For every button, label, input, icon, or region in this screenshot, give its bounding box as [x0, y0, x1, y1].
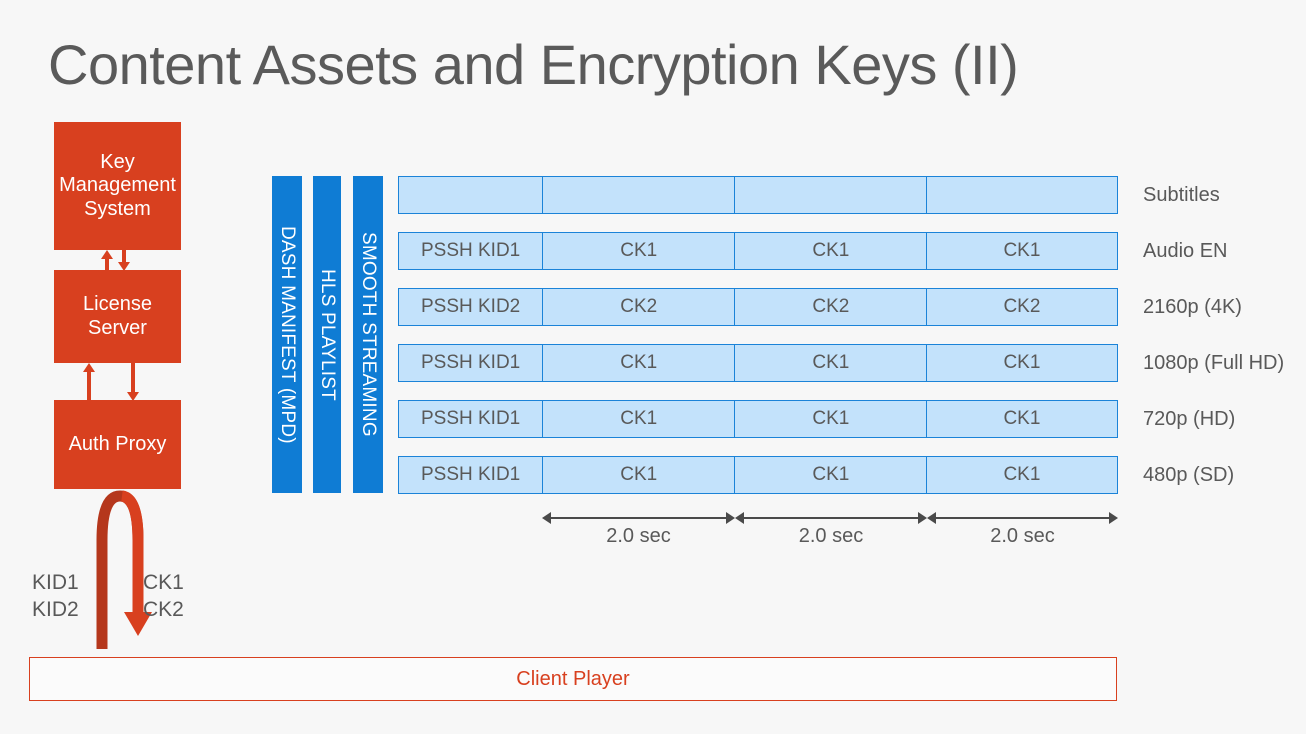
table-row	[398, 176, 1118, 214]
smooth-streaming-bar[interactable]: SMOOTH STREAMING	[353, 176, 383, 493]
asset-cell[interactable]: CK1	[925, 232, 1118, 270]
asset-cell[interactable]: PSSH KID1	[398, 456, 544, 494]
dash-manifest-label: DASH MANIFEST (MPD)	[277, 225, 298, 444]
asset-cell[interactable]: PSSH KID1	[398, 232, 544, 270]
arrow-head	[118, 262, 130, 271]
asset-grid: PSSH KID1 CK1 CK1 CK1 PSSH KID2 CK2 CK2 …	[398, 176, 1118, 512]
key-management-system-box[interactable]: Key Management System	[54, 122, 181, 250]
measure-line	[934, 517, 1111, 519]
asset-cell[interactable]: CK1	[925, 400, 1118, 438]
asset-cell[interactable]: CK1	[734, 232, 928, 270]
ck-labels: CK1 CK2	[143, 570, 184, 624]
dash-manifest-bar[interactable]: DASH MANIFEST (MPD)	[272, 176, 302, 493]
asset-cell[interactable]	[734, 176, 928, 214]
track-label-1080p: 1080p (Full HD)	[1143, 351, 1285, 374]
segment-duration-label: 2.0 sec	[798, 525, 864, 547]
arrow-head-left-icon	[927, 512, 936, 524]
table-row: PSSH KID1 CK1 CK1 CK1	[398, 232, 1118, 270]
key-management-system-label: Key Management System	[59, 150, 176, 220]
key-delivery-loop-arrow-icon	[96, 490, 152, 649]
page-title: Content Assets and Encryption Keys (II)	[48, 33, 1019, 96]
arrow-license-to-kms-icon	[100, 250, 114, 271]
hls-playlist-label: HLS PLAYLIST	[317, 268, 338, 401]
table-row: PSSH KID1 CK1 CK1 CK1	[398, 400, 1118, 438]
segment-duration-measure: 2.0 sec	[735, 505, 927, 549]
track-label-audio-en: Audio EN	[1143, 239, 1228, 262]
asset-cell[interactable]	[541, 176, 736, 214]
segment-duration-label: 2.0 sec	[990, 525, 1055, 547]
arrow-head-left-icon	[542, 512, 551, 524]
kid-labels: KID1 KID2	[32, 570, 79, 624]
license-server-box[interactable]: License Server	[54, 270, 181, 363]
arrow-head-right-icon	[726, 512, 735, 524]
asset-cell[interactable]: CK1	[925, 456, 1118, 494]
arrow-license-to-auth-icon	[126, 363, 140, 401]
kid2-label: KID2	[32, 597, 79, 621]
table-row: PSSH KID1 CK1 CK1 CK1	[398, 456, 1118, 494]
table-row: PSSH KID2 CK2 CK2 CK2	[398, 288, 1118, 326]
asset-cell[interactable]: PSSH KID1	[398, 400, 544, 438]
table-row: PSSH KID1 CK1 CK1 CK1	[398, 344, 1118, 382]
arrow-kms-to-license-icon	[117, 250, 131, 271]
asset-cell[interactable]: CK1	[541, 232, 736, 270]
segment-duration-measure: 2.0 sec	[927, 505, 1118, 549]
track-label-2160p: 2160p (4K)	[1143, 295, 1242, 318]
asset-cell[interactable]: CK1	[541, 344, 736, 382]
ck2-label: CK2	[143, 597, 184, 621]
asset-cell[interactable]: PSSH KID2	[398, 288, 544, 326]
asset-cell[interactable]	[925, 176, 1118, 214]
arrow-head-right-icon	[918, 512, 927, 524]
segment-duration-strip: 2.0 sec 2.0 sec 2.0 sec	[542, 505, 1118, 565]
license-server-label: License Server	[83, 292, 152, 339]
measure-line	[549, 517, 728, 519]
arrow-shaft	[131, 363, 135, 394]
asset-cell[interactable]	[398, 176, 544, 214]
arrow-head	[101, 250, 113, 259]
segment-duration-measure: 2.0 sec	[542, 505, 735, 549]
segment-duration-label: 2.0 sec	[606, 525, 671, 547]
asset-cell[interactable]: PSSH KID1	[398, 344, 544, 382]
asset-cell[interactable]: CK2	[925, 288, 1118, 326]
ck1-label: CK1	[143, 571, 184, 594]
track-label-subtitles: Subtitles	[1143, 183, 1220, 206]
arrow-head-left-icon	[735, 512, 744, 524]
arrow-shaft	[87, 370, 91, 401]
asset-cell[interactable]: CK2	[541, 288, 736, 326]
asset-cell[interactable]: CK1	[541, 456, 736, 494]
asset-cell[interactable]: CK1	[734, 400, 928, 438]
auth-proxy-box[interactable]: Auth Proxy	[54, 400, 181, 489]
asset-cell[interactable]: CK1	[925, 344, 1118, 382]
arrow-auth-to-license-icon	[82, 363, 96, 401]
track-label-column: Subtitles Audio EN 2160p (4K) 1080p (Ful…	[1143, 176, 1306, 512]
kid1-label: KID1	[32, 571, 79, 594]
asset-cell[interactable]: CK1	[734, 456, 928, 494]
track-label-480p: 480p (SD)	[1143, 463, 1235, 486]
smooth-streaming-label: SMOOTH STREAMING	[358, 232, 379, 437]
asset-cell[interactable]: CK1	[734, 344, 928, 382]
arrow-head-right-icon	[1109, 512, 1118, 524]
client-player-label: Client Player	[516, 667, 630, 690]
hls-playlist-bar[interactable]: HLS PLAYLIST	[313, 176, 341, 493]
auth-proxy-label: Auth Proxy	[68, 432, 167, 455]
measure-line	[742, 517, 920, 519]
arrow-shaft	[105, 257, 109, 271]
client-player-box[interactable]: Client Player	[29, 657, 1117, 701]
arrow-head	[127, 392, 139, 401]
asset-cell[interactable]: CK1	[541, 400, 736, 438]
asset-cell[interactable]: CK2	[734, 288, 928, 326]
arrow-shaft	[122, 250, 126, 264]
arrow-head	[83, 363, 95, 372]
track-label-720p: 720p (HD)	[1143, 407, 1236, 430]
